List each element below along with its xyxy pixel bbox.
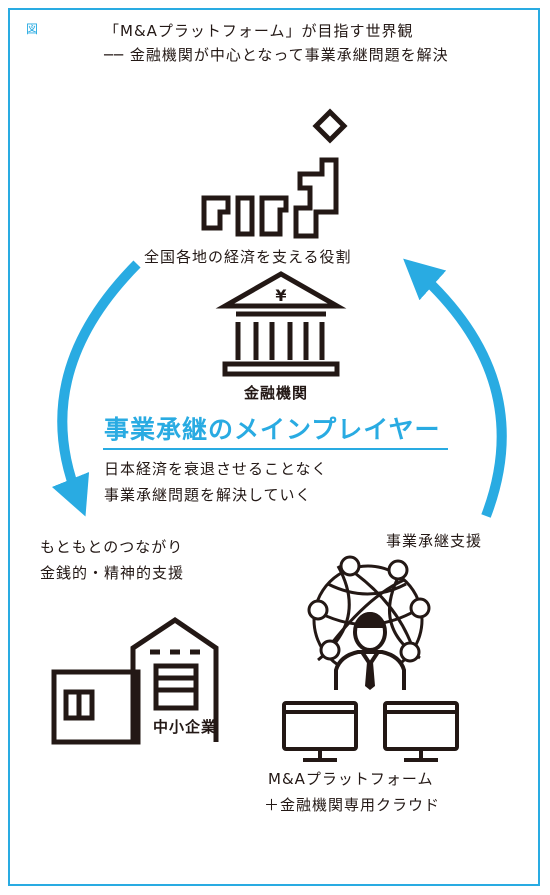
right-label: 事業承継支援 [386,532,483,550]
japan-label: 全国各地の経済を支える役割 [144,248,352,266]
left-label-line2: 金銭的・精神的支援 [40,564,185,582]
figure-frame [8,8,540,886]
network-nodes [307,555,431,663]
figure-subtitle: ── 金融機関が中心となって事業承継問題を解決 [104,46,449,64]
bank-label: 金融機関 [244,384,309,402]
yen-symbol: ¥ [275,286,286,305]
right-arrow [403,258,507,518]
monitor-left-icon [282,701,358,762]
bank-desc-line2: 事業承継問題を解決していく [104,486,312,504]
monitor-right-icon [383,701,459,762]
left-label-line1: もともとのつながり [40,538,184,556]
bank-icon [215,271,347,377]
sme-label: 中小企業 [153,718,218,736]
figure-title: 「M&Aプラットフォーム」が目指す世界観 [104,22,414,40]
platform-line1: M&Aプラットフォーム [268,770,434,788]
japan-map-icon [201,108,348,239]
platform-line2: ＋金融機関専用クラウド [264,796,441,814]
network-globe-icon [312,564,424,676]
person-icon [334,612,406,690]
bank-role: 事業承継のメインプレイヤー [104,415,441,444]
sme-buildings-icon [51,616,219,745]
bank-desc-line1: 日本経済を衰退させることなく [104,460,328,478]
left-arrow [51,260,141,517]
figure-mark: 図 [26,22,39,36]
